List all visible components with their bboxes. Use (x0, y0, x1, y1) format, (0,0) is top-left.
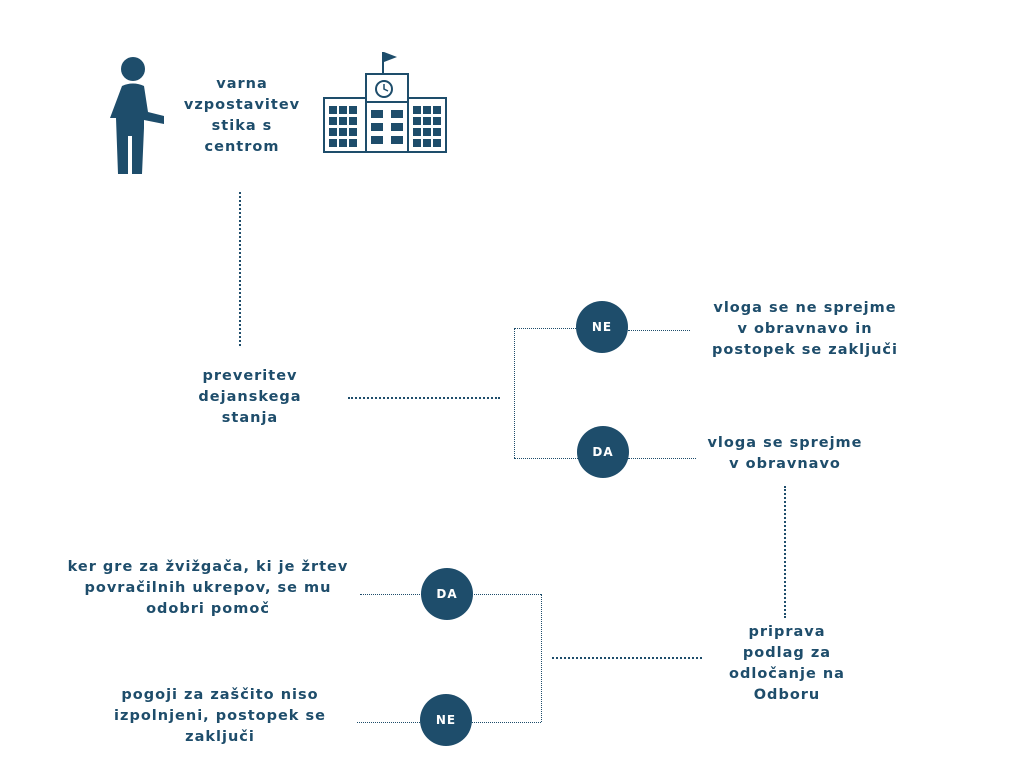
school-building-icon (323, 52, 447, 153)
step-reject-label: vloga se ne sprejme v obravnavo in posto… (712, 300, 898, 358)
branch-to-no-2 (472, 722, 541, 723)
branch-yes-1-to-accept (628, 458, 696, 459)
step-verify-label: preveritev dejanskega stanja (198, 368, 302, 426)
person-walking-icon (110, 57, 164, 174)
decision-no-badge-1: NE (576, 301, 628, 353)
step-contact-label: varna vzpostavitev stika s centrom (183, 76, 301, 155)
connector-accept-prepare (784, 486, 786, 618)
branch-no-2-to-deny (357, 722, 420, 723)
decision-yes-badge-1: DA (577, 426, 629, 478)
step-approve-label: ker gre za žvižgača, ki je žrtev povrači… (67, 559, 349, 617)
branch-lower-vertical (541, 594, 542, 722)
branch-no-1-to-reject (628, 330, 690, 331)
step-prepare-label: priprava podlag za odločanje na Odboru (729, 624, 845, 703)
connector-contact-verify (239, 192, 241, 346)
branch-yes-2-to-approve (360, 594, 422, 595)
step-deny-label: pogoji za zaščito niso izpolnjeni, posto… (114, 687, 326, 745)
branch-to-yes-2 (474, 594, 541, 595)
decision-yes-badge-2: DA (421, 568, 473, 620)
branch-to-no-1 (514, 328, 580, 329)
branch-to-yes-1 (514, 458, 580, 459)
connector-prepare-branch (552, 657, 702, 659)
branch-upper-vertical (514, 328, 515, 458)
decision-no-badge-2: NE (420, 694, 472, 746)
connector-verify-branch (348, 397, 500, 399)
step-accept-label: vloga se sprejme v obravnavo (707, 435, 863, 472)
